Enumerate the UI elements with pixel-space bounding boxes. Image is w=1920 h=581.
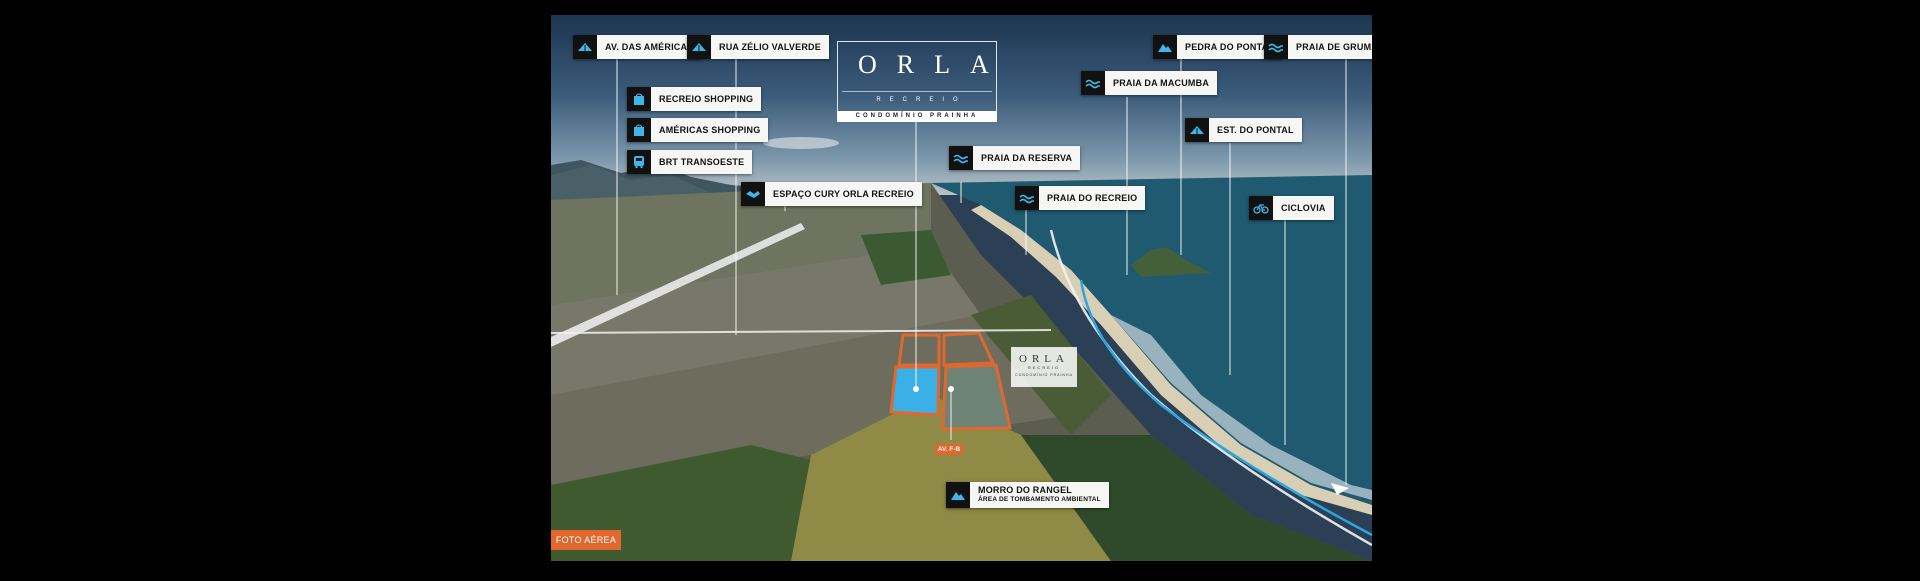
label-pedra-pontal: PEDRA DO PONTAL [1153,35,1283,59]
shopping-bag-icon [627,118,651,142]
label-text: CICLOVIA [1281,203,1326,213]
street-tag-av-fb: AV. F-B [935,444,963,455]
road-icon [687,35,711,59]
label-americas-shopping: AMÉRICAS SHOPPING [627,118,769,142]
logo-condo-name: CONDOMÍNIO PRAINHA [837,111,997,122]
handshake-icon [741,182,765,206]
label-text: EST. DO PONTAL [1217,125,1294,135]
wave-icon [1264,35,1288,59]
shopping-bag-icon [627,87,651,111]
site-logo-subtitle: RECREIO [1027,365,1061,370]
label-text: RECREIO SHOPPING [659,94,754,104]
label-text: PRAIA DA MACUMBA [1113,78,1210,88]
label-text: RUA ZÉLIO VALVERDE [719,42,821,52]
label-praia-macumba: PRAIA DA MACUMBA [1081,71,1218,95]
site-logo-title: ORLA [1019,353,1069,365]
label-text: AMÉRICAS SHOPPING [659,125,761,135]
bus-icon [627,150,651,174]
label-recreio-shopping: RECREIO SHOPPING [627,87,762,111]
label-text: BRT TRANSOESTE [659,157,745,167]
orla-logo: ORLA RECREIO [837,41,997,121]
label-praia-reserva: PRAIA DA RESERVA [949,146,1081,170]
bicycle-icon [1249,196,1273,220]
label-brt: BRT TRANSOESTE [627,150,753,174]
label-praia-grumari: PRAIA DE GRUMARI [1264,35,1372,59]
morro-rangel-subtitle: ÁREA DE TOMBAMENTO AMBIENTAL [978,496,1101,503]
label-rua-zelio: RUA ZÉLIO VALVERDE [687,35,829,59]
wave-icon [1081,71,1105,95]
wave-icon [949,146,973,170]
label-text: ESPAÇO CURY ORLA RECREIO [773,189,914,199]
label-espaco-cury: ESPAÇO CURY ORLA RECREIO [741,182,922,206]
aerial-photo: ORLA RECREIO CONDOMÍNIO PRAINHA ORLA REC… [551,15,1372,561]
logo-title: ORLA [858,50,1009,79]
logo-subtitle: RECREIO [876,97,967,103]
road-icon [1185,118,1209,142]
site-logo-condo: CONDOMÍNIO PRAINHA [1015,373,1073,377]
label-av-americas: AV. DAS AMÉRICAS [573,35,702,59]
foto-aerea-badge: FOTO AÉREA [551,530,621,550]
mountain-icon [946,482,970,508]
label-text: MORRO DO RANGEL ÁREA DE TOMBAMENTO AMBIE… [970,485,1109,505]
logo-divider [842,91,992,92]
mountain-icon [1153,35,1177,59]
label-text: PEDRA DO PONTAL [1185,42,1275,52]
label-text: PRAIA DE GRUMARI [1296,42,1372,52]
label-text: AV. DAS AMÉRICAS [605,42,694,52]
road-icon [573,35,597,59]
label-text: PRAIA DA RESERVA [981,153,1073,163]
wave-icon [1015,186,1039,210]
morro-rangel-title: MORRO DO RANGEL [978,485,1072,495]
site-logo-sign: ORLA RECREIO CONDOMÍNIO PRAINHA [1011,347,1077,387]
label-praia-recreio: PRAIA DO RECREIO [1015,186,1146,210]
label-text: PRAIA DO RECREIO [1047,193,1138,203]
label-morro-rangel: MORRO DO RANGEL ÁREA DE TOMBAMENTO AMBIE… [946,482,1109,508]
label-est-pontal: EST. DO PONTAL [1185,118,1302,142]
label-ciclovia: CICLOVIA [1249,196,1334,220]
